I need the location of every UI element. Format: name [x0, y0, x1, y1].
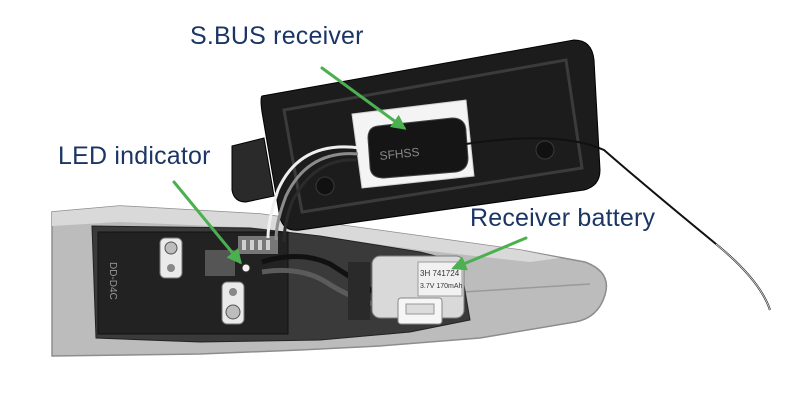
receiver-antenna-tip [715, 243, 771, 311]
arrow-receiver-battery [451, 236, 528, 271]
receiver-wires [266, 145, 361, 243]
sbus-receiver-body [367, 117, 469, 179]
receiver-wire-dark [282, 158, 357, 243]
battery-strap [348, 262, 370, 320]
servo-horn-lower-pivot [229, 288, 237, 296]
circuit-board: DD-D4C [97, 231, 289, 335]
board-chip [205, 250, 235, 276]
hatch-cover: SFHSS [231, 39, 771, 311]
receiver-wire-grey [274, 152, 359, 241]
servo-horn-upper-pivot [167, 264, 175, 272]
callout-led-indicator: LED indicator [58, 142, 211, 170]
servo-horn-upper-screw [164, 241, 178, 255]
board-marking: DD-D4C [107, 262, 118, 300]
receiver-battery: 3H 741724 3.7V 170mAh [348, 255, 465, 325]
callout-arrows [172, 66, 528, 271]
arrow-sbus-receiver [320, 66, 407, 130]
servo-horn-lower-screw [225, 304, 241, 320]
hatch-cover-boss-left [315, 176, 335, 196]
receiver-marking: SFHSS [379, 145, 420, 163]
battery-marking-line1: 3H 741724 [420, 269, 460, 278]
battery-connector-slot [405, 303, 435, 315]
callout-sbus-receiver: S.BUS receiver [190, 22, 364, 50]
servo-horns [159, 237, 245, 325]
callout-receiver-battery: Receiver battery [470, 204, 656, 232]
receiver-wire-white [266, 145, 361, 239]
hatch-cover-tab [231, 137, 275, 203]
arrow-led-indicator [172, 180, 242, 265]
led-indicator [241, 263, 251, 273]
battery-marking-line2: 3.7V 170mAh [420, 283, 463, 290]
board-header-pins [242, 240, 270, 250]
hatch-cover-boss-right [535, 140, 555, 160]
